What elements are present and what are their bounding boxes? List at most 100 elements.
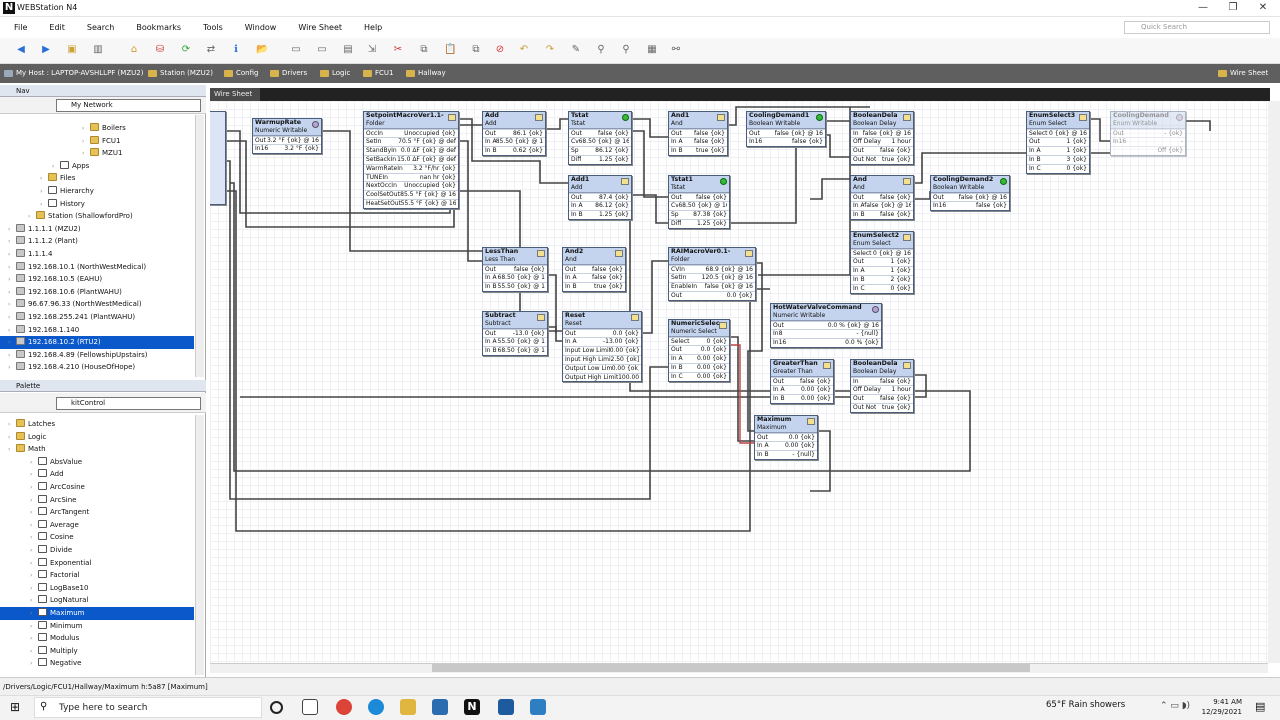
clipped-node[interactable] bbox=[210, 111, 226, 205]
copy-icon[interactable]: ⧉ bbox=[420, 44, 428, 55]
menu-search[interactable]: Search bbox=[86, 23, 115, 32]
breadcrumb-config[interactable]: Config bbox=[224, 67, 258, 80]
breadcrumb-station[interactable]: Station (MZU2) bbox=[148, 67, 213, 80]
nav-item[interactable]: ›MZU1 bbox=[0, 147, 194, 160]
duplicate-icon[interactable]: ⧉ bbox=[472, 44, 480, 55]
expand-icon[interactable]: › bbox=[8, 238, 11, 246]
expand-icon[interactable]: › bbox=[8, 313, 11, 321]
palette-item[interactable]: ›Exponential bbox=[0, 557, 194, 570]
menu-wire-sheet[interactable]: Wire Sheet bbox=[298, 23, 343, 32]
expand-icon[interactable]: › bbox=[8, 421, 11, 428]
nav-item[interactable]: ›192.168.10.6 (PlantWAHU) bbox=[0, 286, 194, 299]
task-view-icon[interactable] bbox=[302, 699, 318, 715]
menu-edit[interactable]: Edit bbox=[49, 23, 65, 32]
undo-icon[interactable]: ↶ bbox=[519, 44, 529, 55]
nav-item[interactable]: ›192.168.4.89 (FellowshipUpstairs) bbox=[0, 349, 194, 362]
file-explorer-icon[interactable] bbox=[400, 699, 416, 715]
nav-item[interactable]: ›FCU1 bbox=[0, 135, 194, 148]
paste-icon[interactable]: 📋 bbox=[444, 44, 457, 55]
nav-item[interactable]: ›1.1.1.2 (Plant) bbox=[0, 235, 194, 248]
palette-item[interactable]: ›Math bbox=[0, 443, 194, 456]
calculator-icon[interactable] bbox=[530, 699, 546, 715]
breadcrumb-drivers[interactable]: Drivers bbox=[270, 67, 307, 80]
expand-icon[interactable]: › bbox=[8, 364, 11, 372]
menu-file[interactable]: File bbox=[14, 23, 28, 32]
expand-icon[interactable]: › bbox=[8, 446, 11, 454]
up-level-icon[interactable]: ▣ bbox=[67, 44, 77, 55]
print-icon[interactable]: ▤ bbox=[343, 44, 353, 55]
palette-item[interactable]: ›Logic bbox=[0, 431, 194, 444]
side-bar-icon[interactable]: ▥ bbox=[93, 44, 103, 55]
nav-item[interactable]: ›192.168.10.2 (RTU2) bbox=[0, 336, 194, 349]
redo-icon[interactable]: ↷ bbox=[545, 44, 555, 55]
link-icon[interactable]: ⚲ bbox=[597, 44, 605, 55]
minimize-icon[interactable]: — bbox=[1198, 2, 1208, 13]
maximize-icon[interactable]: ❐ bbox=[1228, 2, 1238, 13]
home-icon[interactable]: ⌂ bbox=[130, 44, 138, 55]
palette-item[interactable]: ›Maximum bbox=[0, 606, 194, 620]
expand-icon[interactable]: › bbox=[8, 263, 11, 271]
expand-icon[interactable]: › bbox=[82, 137, 85, 145]
nav-item[interactable]: ›Apps bbox=[0, 160, 194, 173]
layout-icon[interactable]: ▦ bbox=[647, 44, 657, 55]
nav-item[interactable]: ›History bbox=[0, 198, 194, 211]
nav-item[interactable]: ›Boilers bbox=[0, 122, 194, 135]
rename-icon[interactable]: ✎ bbox=[571, 44, 581, 55]
expand-icon[interactable]: › bbox=[30, 559, 33, 567]
cortana-icon[interactable] bbox=[270, 701, 283, 714]
expand-icon[interactable]: › bbox=[30, 609, 33, 617]
nav-item[interactable]: ›192.168.10.1 (NorthWestMedical) bbox=[0, 261, 194, 274]
back-icon[interactable]: ◀ bbox=[17, 44, 25, 55]
palette-item[interactable]: ›Negative bbox=[0, 657, 194, 670]
palette-item[interactable]: ›LogBase10 bbox=[0, 582, 194, 595]
breadcrumb-hallway[interactable]: Hallway bbox=[406, 67, 446, 80]
expand-icon[interactable]: › bbox=[30, 635, 33, 643]
nav-item[interactable]: ›192.168.10.5 (EAHU) bbox=[0, 273, 194, 286]
breadcrumb-fcu1[interactable]: FCU1 bbox=[363, 67, 394, 80]
menu-tools[interactable]: Tools bbox=[203, 23, 223, 32]
expand-icon[interactable]: › bbox=[30, 496, 33, 504]
canvas-vscrollbar[interactable] bbox=[1268, 101, 1280, 663]
camera-icon[interactable] bbox=[498, 699, 514, 715]
weather-widget[interactable]: 65°F Rain showers bbox=[1046, 700, 1126, 710]
cut-icon[interactable]: ✂ bbox=[393, 44, 403, 55]
